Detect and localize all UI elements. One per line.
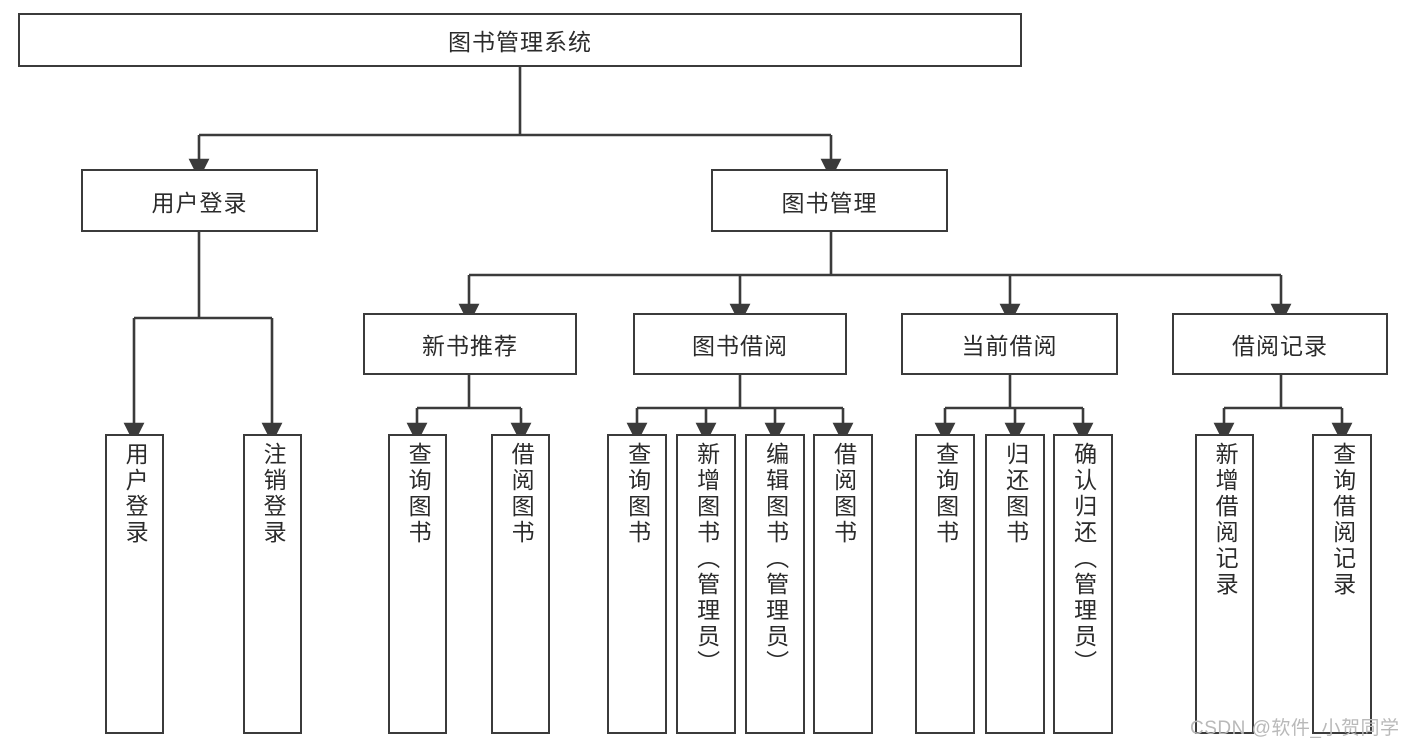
node-borrow-record-label: 借阅记录: [1232, 333, 1328, 359]
node-leaf-query-book-borrow-label: 查询图书: [624, 442, 651, 546]
node-leaf-add-borrow-record-label: 新增借阅记录: [1212, 442, 1239, 598]
node-book-borrow-label: 图书借阅: [692, 333, 788, 359]
node-leaf-confirm-return-label: 确认归还（管理员）: [1070, 442, 1097, 676]
node-leaf-logout-label: 注销登录: [260, 442, 287, 546]
node-leaf-query-borrow-record-label: 查询借阅记录: [1329, 442, 1356, 598]
node-leaf-logout[interactable]: 注销登录: [243, 434, 302, 734]
node-current-borrow-label: 当前借阅: [961, 333, 1058, 359]
node-leaf-query-book-recommend-label: 查询图书: [405, 442, 432, 546]
node-new-book-recommend-label: 新书推荐: [422, 333, 518, 359]
node-leaf-return-book-label: 归还图书: [1002, 442, 1029, 546]
node-leaf-return-book[interactable]: 归还图书: [985, 434, 1045, 734]
node-leaf-edit-book-label: 编辑图书（管理员）: [762, 442, 789, 676]
node-user-login[interactable]: 用户登录: [81, 169, 318, 232]
node-leaf-query-book-current[interactable]: 查询图书: [915, 434, 975, 734]
node-leaf-borrow-book-recommend-label: 借阅图书: [508, 442, 535, 546]
node-current-borrow[interactable]: 当前借阅: [901, 313, 1118, 375]
node-root-label: 图书管理系统: [448, 29, 592, 55]
node-leaf-borrow-book-label: 借阅图书: [830, 442, 857, 546]
node-leaf-add-book[interactable]: 新增图书（管理员）: [676, 434, 736, 734]
node-leaf-query-borrow-record[interactable]: 查询借阅记录: [1312, 434, 1372, 734]
node-root[interactable]: 图书管理系统: [18, 13, 1022, 67]
node-leaf-add-borrow-record[interactable]: 新增借阅记录: [1195, 434, 1254, 734]
node-leaf-query-book-recommend[interactable]: 查询图书: [388, 434, 447, 734]
node-book-borrow[interactable]: 图书借阅: [633, 313, 847, 375]
node-book-management[interactable]: 图书管理: [711, 169, 948, 232]
node-leaf-user-login-label: 用户登录: [122, 442, 149, 546]
node-leaf-user-login[interactable]: 用户登录: [105, 434, 164, 734]
node-book-management-label: 图书管理: [781, 189, 878, 216]
node-leaf-query-book-borrow[interactable]: 查询图书: [607, 434, 667, 734]
node-leaf-borrow-book-recommend[interactable]: 借阅图书: [491, 434, 550, 734]
node-new-book-recommend[interactable]: 新书推荐: [363, 313, 577, 375]
node-leaf-confirm-return[interactable]: 确认归还（管理员）: [1053, 434, 1113, 734]
node-leaf-add-book-label: 新增图书（管理员）: [693, 442, 720, 676]
node-leaf-query-book-current-label: 查询图书: [932, 442, 959, 546]
node-leaf-edit-book[interactable]: 编辑图书（管理员）: [745, 434, 805, 734]
node-user-login-label: 用户登录: [151, 189, 248, 216]
csdn-watermark: CSDN @软件_小贺同学: [1190, 718, 1400, 739]
node-leaf-borrow-book[interactable]: 借阅图书: [813, 434, 873, 734]
node-borrow-record[interactable]: 借阅记录: [1172, 313, 1388, 375]
